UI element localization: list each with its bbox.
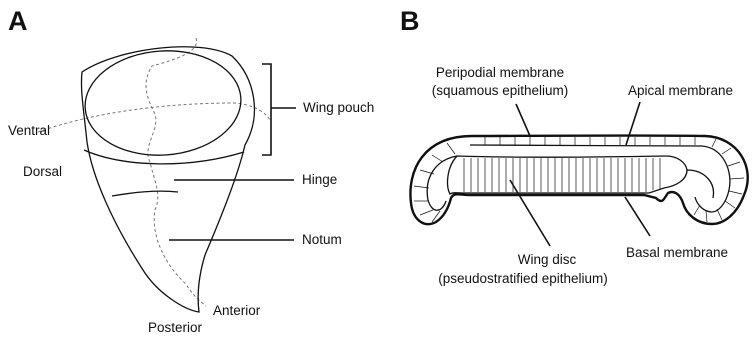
basal-label: Basal membrane [626, 245, 728, 260]
ventral-label: Ventral [8, 123, 50, 138]
peripodial-inner-line [470, 145, 730, 212]
anterior-posterior-boundary [146, 38, 206, 306]
squamous-cells [485, 137, 695, 145]
right-curl-inner [687, 170, 713, 198]
wing-pouch-bracket [262, 64, 271, 155]
apical-leader [626, 102, 640, 145]
wing-disc-label-line2: (pseudostratified epithelium) [438, 271, 608, 286]
panel-a: A Wing pouch Hinge Notum Ventral Dorsal … [8, 6, 374, 335]
wing-disc-leader [510, 180, 550, 246]
wing-pouch-label: Wing pouch [303, 100, 374, 115]
dorsal-ventral-boundary [38, 103, 270, 132]
hinge-fold-upper [84, 150, 244, 164]
wing-disc-label-line1: Wing disc [518, 252, 577, 267]
peripodial-label-line1: Peripodial membrane [436, 65, 564, 80]
hinge-label: Hinge [302, 172, 337, 187]
peripodial-label-line2: (squamous epithelium) [432, 83, 569, 98]
columnar-cells [464, 158, 660, 192]
notum-label: Notum [302, 232, 342, 247]
posterior-label: Posterior [148, 320, 203, 335]
dorsal-label: Dorsal [23, 164, 62, 179]
panel-b: B [400, 6, 748, 286]
panel-b-letter: B [400, 6, 420, 36]
disc-cross-section-outline [410, 136, 747, 225]
pseudostratified-epithelium [448, 156, 687, 194]
hinge-fold-lower [112, 191, 178, 196]
apical-label: Apical membrane [628, 83, 733, 98]
peripodial-leader [516, 104, 530, 136]
left-curl-inner [427, 156, 457, 210]
basal-leader [625, 197, 650, 236]
panel-a-letter: A [8, 6, 28, 36]
anterior-label: Anterior [213, 303, 261, 318]
